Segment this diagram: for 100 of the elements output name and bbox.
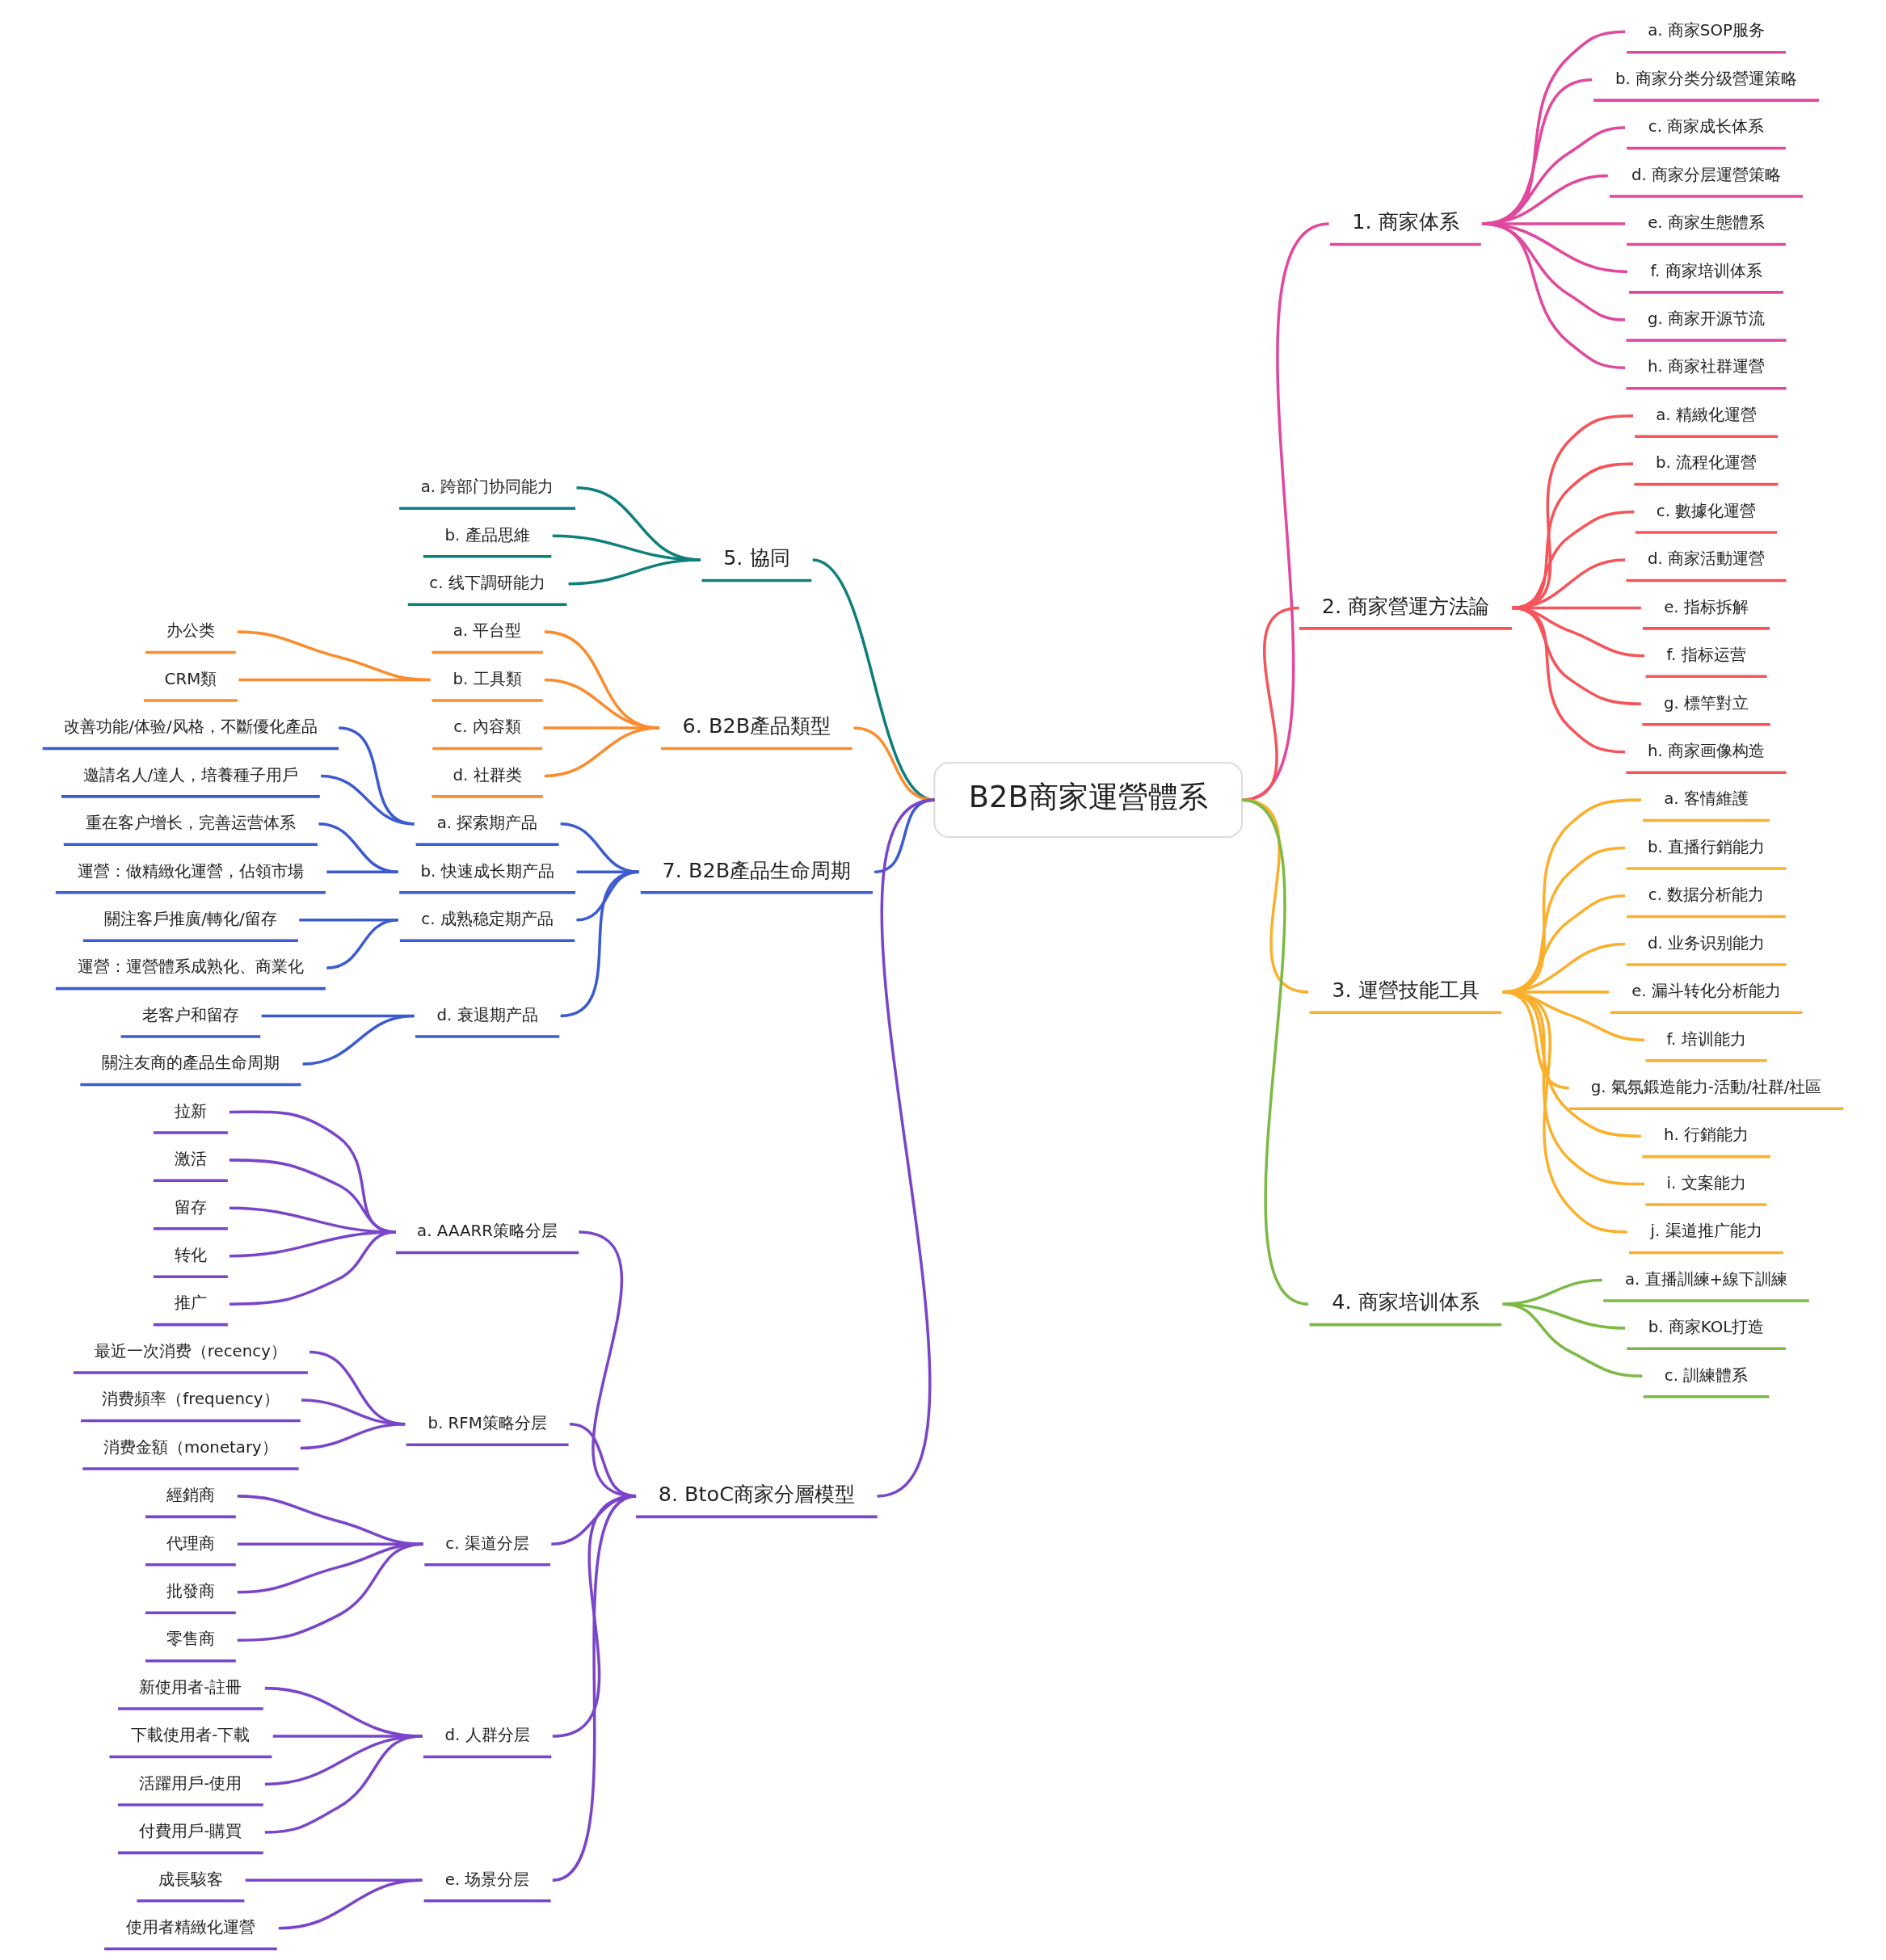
node-text: a. 探索期产品 (436, 814, 538, 833)
node-text: c. 渠道分层 (445, 1533, 529, 1553)
node-text: 消费頻率（frequency） (102, 1390, 280, 1409)
connector (278, 1878, 423, 1930)
node-text: h. 商家画像构造 (1647, 741, 1766, 760)
connector (853, 726, 935, 801)
connector (326, 918, 398, 969)
node-text: 新使用者-註冊 (139, 1677, 242, 1697)
node-text: f. 商家培训体系 (1650, 261, 1762, 280)
node-text: c. 內容類 (453, 717, 521, 737)
node-text: d. 商家活動運營 (1647, 549, 1766, 569)
node-text: 6. B2B產品類型 (682, 713, 831, 738)
node-text: b. 商家分类分级營運策略 (1614, 69, 1798, 88)
node-text: 使用者精緻化運營 (125, 1918, 255, 1937)
connector (1502, 991, 1627, 1234)
node-text: c. 訓練體系 (1664, 1365, 1749, 1385)
connector (238, 678, 431, 682)
connector (1502, 1302, 1626, 1330)
node-text: 留存 (174, 1197, 207, 1217)
node-text: a. 直播訓練+線下訓練 (1624, 1269, 1788, 1289)
node-text: 改善功能/体验/风格，不斷優化產品 (64, 717, 318, 737)
node-text: c. 數據化運營 (1656, 501, 1757, 520)
node-text: 關注客戶推廣/轉化/留存 (104, 909, 277, 928)
node-text: 活躍用戶-使用 (139, 1773, 242, 1793)
node-text: 批發商 (166, 1581, 215, 1600)
node-text: 付費用戶-購買 (139, 1822, 242, 1841)
node-text: 下載使用者-下載 (131, 1726, 250, 1745)
connector (237, 1542, 424, 1642)
connector (560, 822, 639, 874)
node-text: e. 漏斗转化分析能力 (1631, 982, 1781, 1001)
node-text: 办公类 (166, 621, 215, 641)
node-text: b. 商家KOL打造 (1648, 1318, 1765, 1337)
connector (229, 1230, 397, 1306)
node-text: 經銷商 (166, 1486, 215, 1505)
node-text: j. 渠道推广能力 (1650, 1222, 1762, 1241)
connector (302, 1014, 415, 1066)
node-text: b. RFM策略分层 (427, 1413, 547, 1432)
connector (876, 798, 936, 1498)
node-text: f. 指标运营 (1666, 646, 1746, 665)
node-text: e. 指标拆解 (1664, 597, 1749, 616)
node-text: 關注友商的產品生命周期 (101, 1054, 280, 1073)
node-text: 7. B2B產品生命周期 (662, 857, 852, 882)
connector (300, 1422, 406, 1450)
node-text: a. 精緻化運營 (1656, 405, 1757, 424)
connector (264, 1735, 423, 1834)
connector (1241, 798, 1309, 1306)
connector (318, 822, 398, 874)
node-text: 運營：運營體系成熟化、商業化 (77, 957, 304, 977)
connector (321, 774, 415, 826)
node-text: b. 流程化運營 (1655, 453, 1758, 473)
node-text: d. 人群分层 (444, 1726, 530, 1745)
node-text: 4. 商家培训体系 (1332, 1289, 1480, 1314)
node-text: c. 数据分析能力 (1648, 885, 1765, 905)
node-text: c. 线下調研能力 (429, 573, 545, 592)
connector (1502, 1302, 1643, 1378)
node-text: g. 商家开源节流 (1647, 309, 1766, 329)
node-text: f. 培训能力 (1666, 1029, 1746, 1049)
node-text: i. 文案能力 (1666, 1173, 1746, 1192)
connector (1241, 798, 1309, 994)
node-text: e. 商家生態體系 (1648, 213, 1765, 233)
node-text: a. 跨部门协同能力 (420, 477, 554, 497)
node-text: b. 直播行銷能力 (1647, 837, 1766, 856)
node-text: d. 业务识别能力 (1647, 933, 1766, 953)
node-text: e. 场景分层 (444, 1870, 530, 1889)
node-text: 零售商 (166, 1630, 215, 1649)
connector (568, 558, 701, 586)
node-text: 8. BtoC商家分層模型 (658, 1482, 855, 1507)
node-text: b. 快速成长期产品 (420, 861, 554, 881)
node-box: B2B商家運營體系 (933, 762, 1244, 839)
connector (1511, 606, 1626, 754)
node-text: 激活 (174, 1150, 207, 1169)
connector (544, 726, 660, 778)
node-text: 拉新 (174, 1101, 207, 1121)
node-text: a. 平台型 (453, 621, 522, 641)
node-text: a. AAARR策略分层 (417, 1222, 558, 1241)
node-text: g. 氣氛鍛造能力-活動/社群/社區 (1590, 1077, 1822, 1096)
connector (237, 1495, 423, 1546)
connector (812, 558, 935, 801)
connector (326, 870, 398, 874)
node-text: 消费金額（monetary） (103, 1437, 278, 1457)
node-text: 成長駭客 (158, 1870, 223, 1889)
node-text: d. 衰退期产品 (436, 1005, 538, 1024)
node-text: b. 產品思維 (444, 525, 530, 545)
node-text: 3. 運營技能工具 (1332, 978, 1480, 1003)
node-text: a. 商家SOP服务 (1648, 21, 1765, 40)
connector (552, 1495, 637, 1882)
node-text: d. 社群类 (453, 765, 522, 784)
node-text: d. 商家分层運營策略 (1631, 165, 1782, 184)
node-text: c. 商家成长体系 (1648, 117, 1765, 137)
node-text: 最近一次消费（recency） (94, 1341, 287, 1361)
node-text: a. 客情維護 (1664, 789, 1749, 809)
node-text: h. 行銷能力 (1663, 1125, 1749, 1145)
connector (237, 630, 431, 682)
node-text: 推广 (174, 1293, 207, 1313)
node-text: g. 標竿對立 (1663, 693, 1749, 713)
node-text: 老客户和留存 (141, 1005, 239, 1024)
node-text: 代理商 (166, 1533, 215, 1553)
node-text: 2. 商家營運方法論 (1321, 593, 1490, 618)
node-text: h. 商家社群運營 (1647, 357, 1766, 376)
node-text: b. 工具類 (453, 669, 522, 688)
